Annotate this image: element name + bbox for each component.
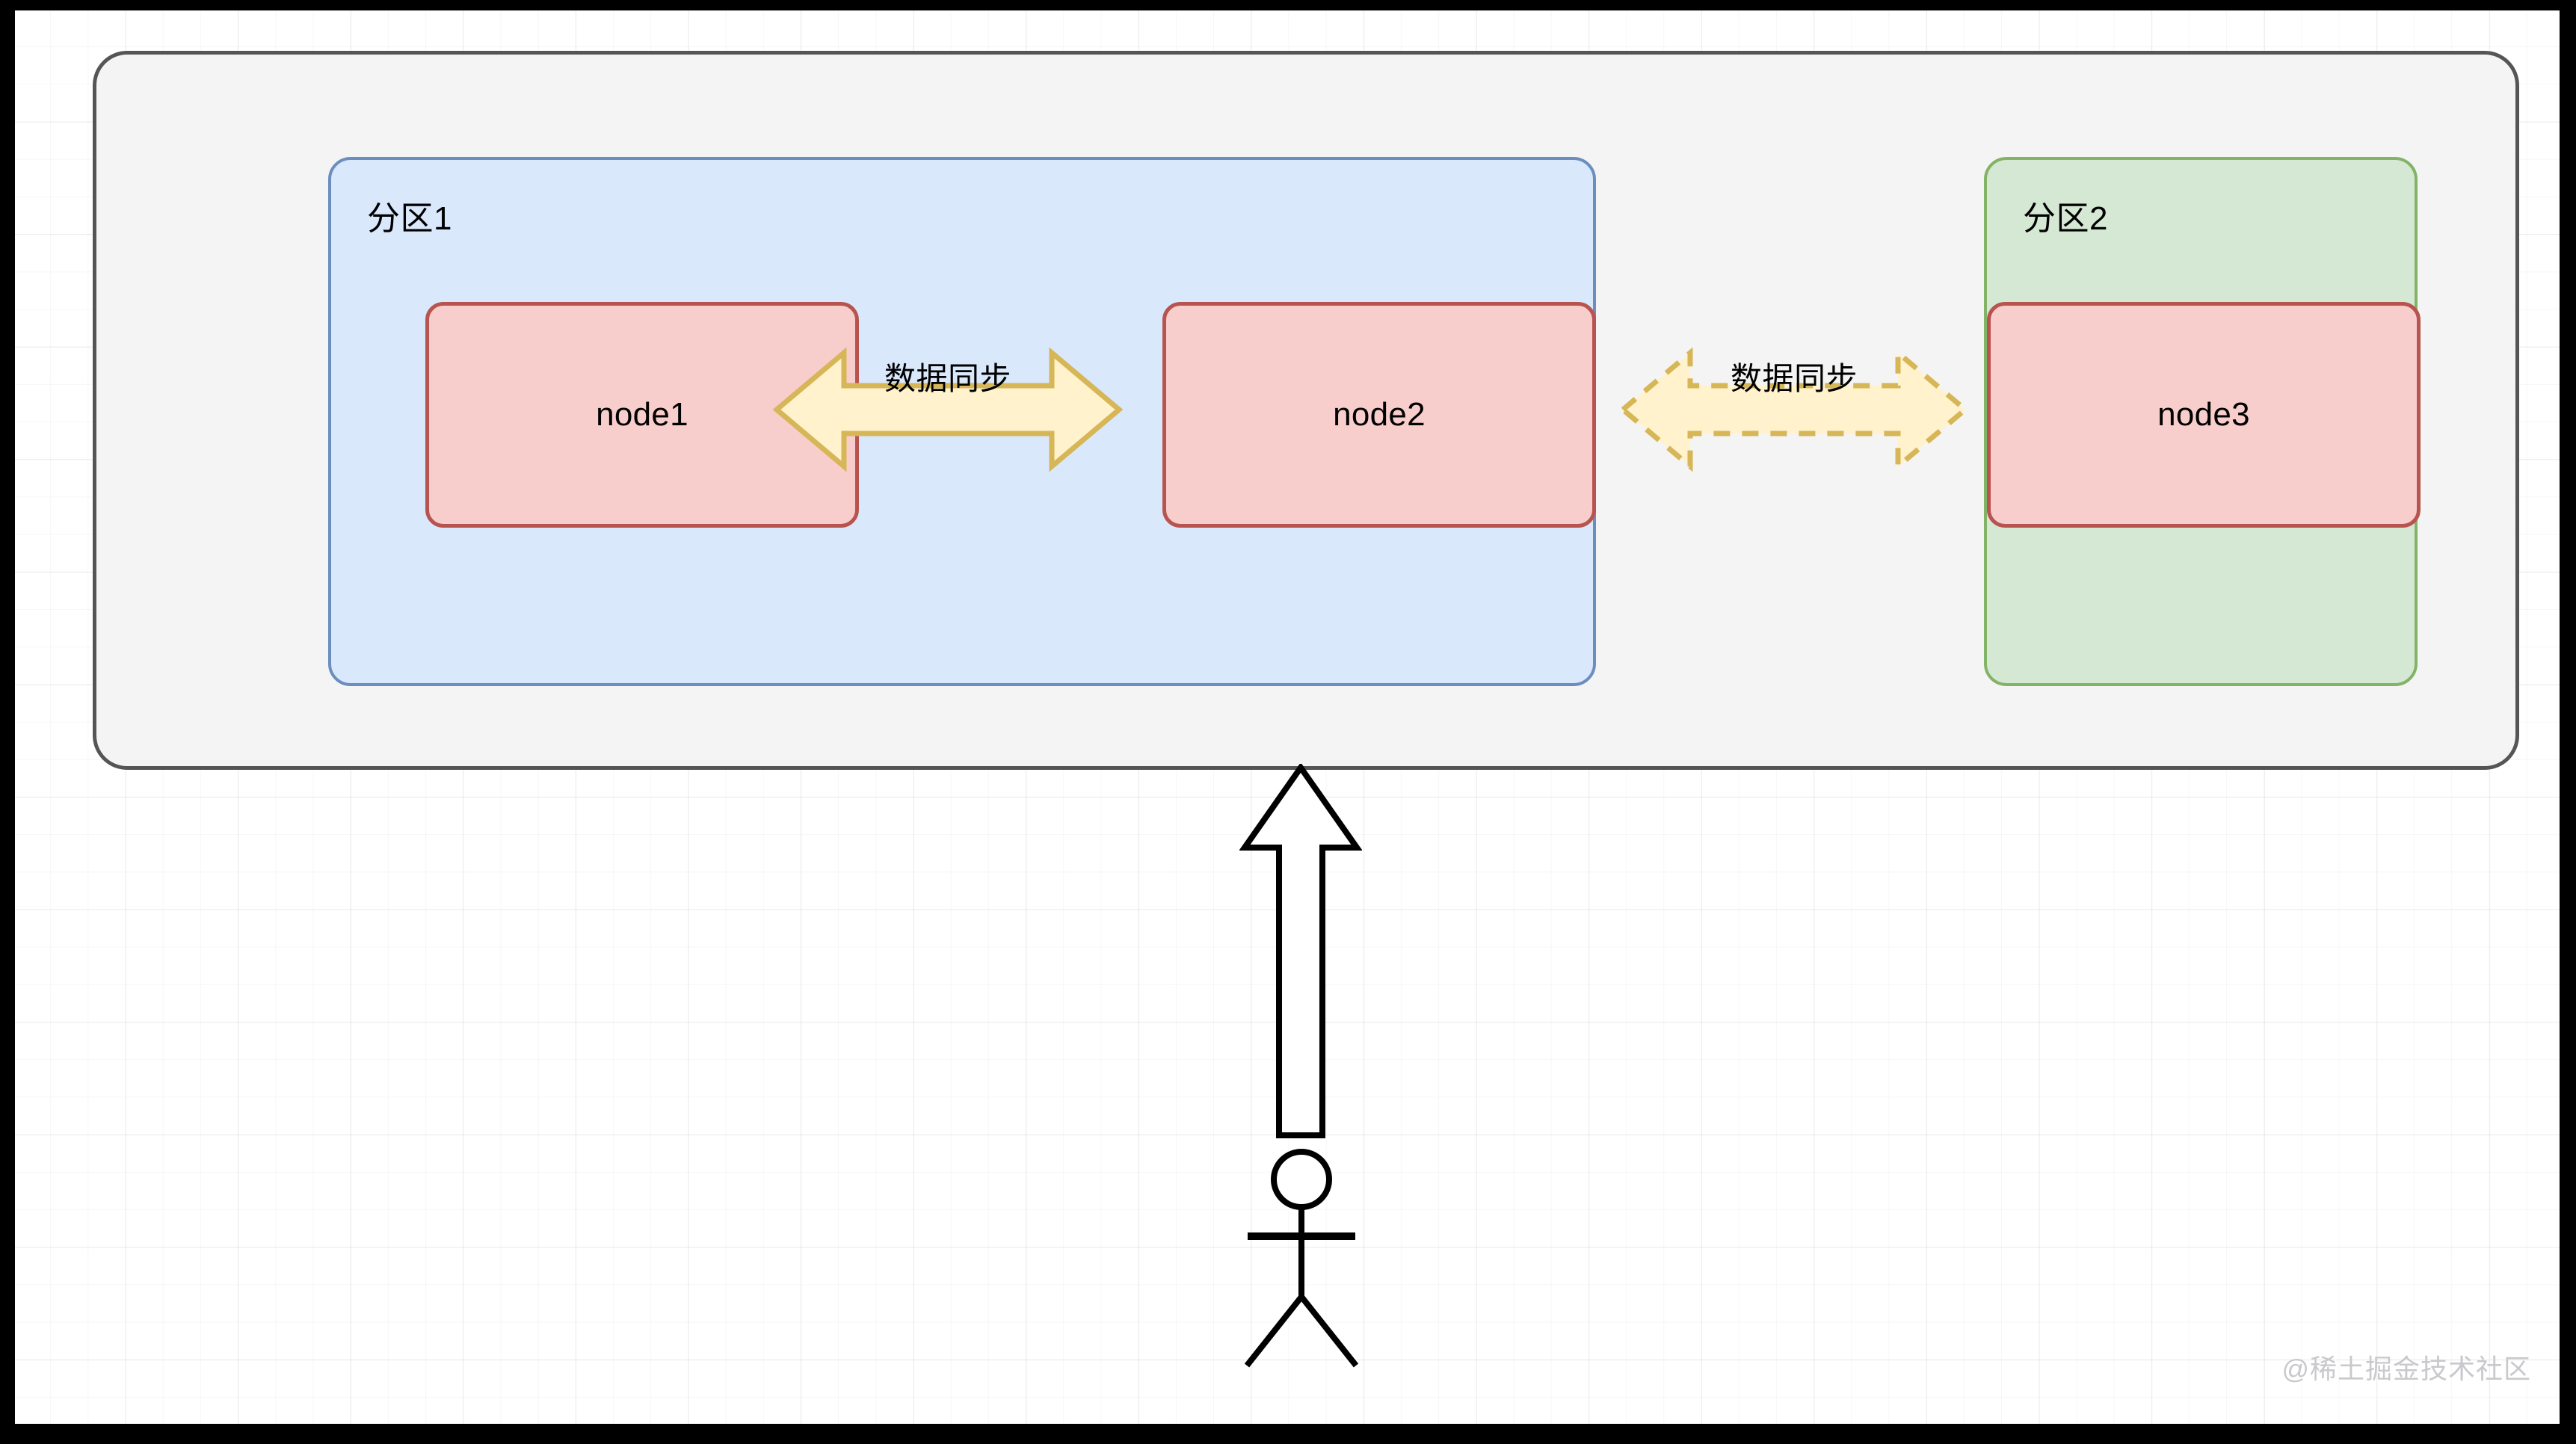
client-access-arrow-icon[interactable]: [1239, 764, 1362, 1139]
actor-stick-figure-icon[interactable]: [1223, 1145, 1380, 1392]
watermark-text: @稀土掘金技术社区: [2281, 1354, 2531, 1384]
data-sync-arrow-dashed-icon[interactable]: [1618, 335, 1970, 484]
partition-2-group[interactable]: 分区2 node3: [1984, 157, 2421, 686]
node-box-node2[interactable]: node2: [1162, 302, 1596, 528]
stick-figure-icon: [1244, 1149, 1359, 1368]
partition-2-label: 分区2: [2023, 200, 2108, 237]
data-sync-arrow-solid-icon[interactable]: [772, 335, 1124, 484]
partition-1-label: 分区1: [367, 200, 452, 237]
up-block-arrow-icon: [1239, 764, 1362, 1138]
partition-1-group[interactable]: 分区1 node1 node2: [328, 157, 1596, 686]
node2-label: node2: [1333, 396, 1426, 433]
data-sync-label-1: 数据同步: [884, 361, 1011, 396]
double-headed-dashed-arrow-icon: [1618, 347, 1970, 472]
data-sync-label-2: 数据同步: [1730, 361, 1858, 396]
node1-label: node1: [596, 396, 688, 433]
double-headed-arrow-icon: [772, 347, 1124, 472]
node-box-node3[interactable]: node3: [1987, 302, 2421, 528]
outer-system-container[interactable]: 分区1 node1 node2 分区2 node3 数据同步: [93, 51, 2519, 770]
node3-label: node3: [2157, 396, 2250, 433]
